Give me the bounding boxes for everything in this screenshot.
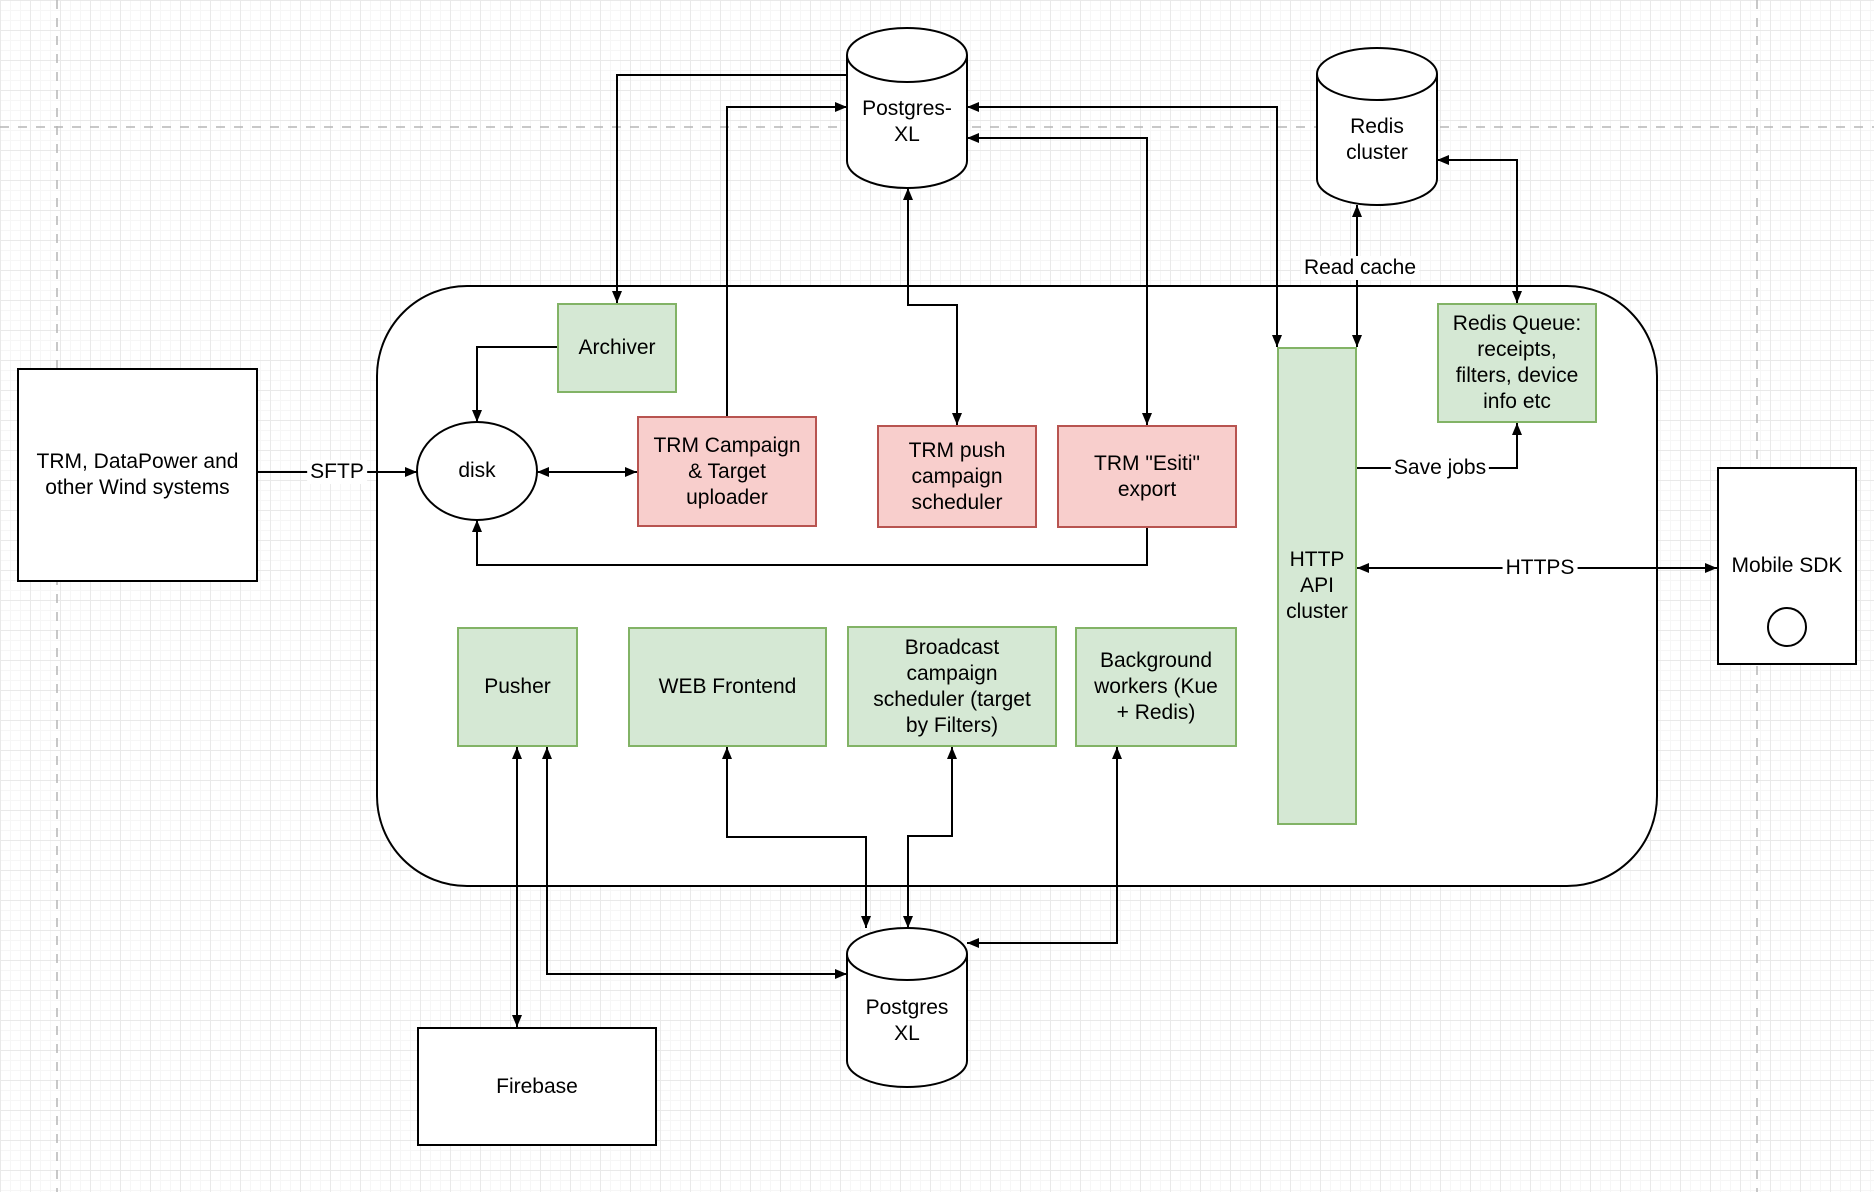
edge-archiver-to-disk xyxy=(472,346,557,422)
node-trm-source-label: TRM, DataPower and other Wind systems xyxy=(36,450,239,499)
node-background-workers[interactable]: Background workers (Kue + Redis) xyxy=(1075,627,1237,747)
disk-ellipse[interactable] xyxy=(416,421,538,521)
edge-broadcast-postgres xyxy=(903,747,957,928)
mobile-sdk-body: Mobile SDK xyxy=(1719,469,1855,663)
edge-postgres-http-api xyxy=(967,102,1282,347)
node-mobile-sdk[interactable]: Mobile SDK xyxy=(1717,467,1857,665)
node-broadcast-scheduler[interactable]: Broadcast campaign scheduler (target by … xyxy=(847,626,1057,747)
edge-label-https: HTTPS xyxy=(1502,556,1578,580)
edge-label-read-cache: Read cache xyxy=(1300,256,1420,280)
postgres-xl-top-cylinder[interactable] xyxy=(846,27,968,189)
node-trm-campaign-uploader-label: TRM Campaign & Target uploader xyxy=(653,433,801,509)
node-http-api-cluster[interactable]: HTTP API cluster xyxy=(1277,347,1357,825)
node-redis-queue-label: Redis Queue: receipts, filters, device i… xyxy=(1452,312,1582,413)
phone-home-button-icon xyxy=(1767,607,1807,647)
edge-postgres-push-scheduler xyxy=(903,188,962,425)
node-firebase-label: Firebase xyxy=(496,1074,578,1098)
edge-pusher-postgres xyxy=(542,747,847,979)
node-firebase[interactable]: Firebase xyxy=(417,1027,657,1146)
node-pusher-label: Pusher xyxy=(484,675,551,698)
edge-label-save-jobs: Save jobs xyxy=(1390,456,1490,480)
node-trm-esiti-export[interactable]: TRM "Esiti" export xyxy=(1057,425,1237,528)
node-archiver[interactable]: Archiver xyxy=(557,303,677,393)
node-archiver-label: Archiver xyxy=(578,336,656,359)
node-mobile-sdk-label: Mobile SDK xyxy=(1731,554,1843,577)
node-http-api-cluster-label: HTTP API cluster xyxy=(1286,548,1348,623)
node-trm-esiti-export-label: TRM "Esiti" export xyxy=(1094,451,1200,501)
node-trm-source[interactable]: TRM, DataPower and other Wind systems xyxy=(17,368,258,582)
node-web-frontend-label: WEB Frontend xyxy=(658,675,797,698)
node-web-frontend[interactable]: WEB Frontend xyxy=(628,627,827,747)
postgres-xl-bottom-cylinder[interactable] xyxy=(846,927,968,1088)
node-broadcast-scheduler-label: Broadcast campaign scheduler (target by … xyxy=(873,635,1031,737)
edge-uploader-to-postgres xyxy=(726,102,847,416)
node-trm-campaign-uploader[interactable]: TRM Campaign & Target uploader xyxy=(637,416,817,527)
edge-redis-cluster-queue xyxy=(1437,155,1522,303)
node-trm-push-scheduler[interactable]: TRM push campaign scheduler xyxy=(877,425,1037,528)
node-background-workers-label: Background workers (Kue + Redis) xyxy=(1094,649,1218,724)
node-trm-push-scheduler-label: TRM push campaign scheduler xyxy=(908,438,1006,514)
node-redis-queue[interactable]: Redis Queue: receipts, filters, device i… xyxy=(1437,303,1597,423)
edge-label-sftp: SFTP xyxy=(307,460,367,484)
edge-postgres-to-archiver xyxy=(612,74,847,303)
edge-background-workers-postgres xyxy=(967,747,1122,948)
node-pusher[interactable]: Pusher xyxy=(457,627,578,747)
edge-web-frontend-postgres xyxy=(722,747,871,928)
redis-cluster-cylinder[interactable] xyxy=(1316,47,1438,206)
edge-esiti-to-disk xyxy=(472,520,1148,566)
